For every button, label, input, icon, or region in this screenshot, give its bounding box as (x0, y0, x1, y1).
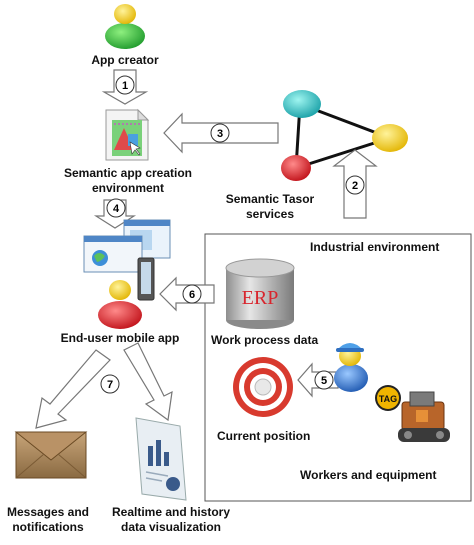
step-badge-2: 2 (345, 175, 365, 195)
messages-line2: notifications (12, 520, 84, 534)
app-creator-label: App creator (91, 53, 159, 67)
svg-text:4: 4 (113, 203, 120, 215)
work-process-data-label: Work process data (211, 333, 319, 347)
step-badge-7: 7 (100, 374, 120, 394)
workers-and-equipment-label: Workers and equipment (300, 468, 437, 482)
semantic-app-creation-line2: environment (91, 181, 164, 195)
arrow-step-7 (35, 342, 173, 429)
semantic-app-creation-label: Semantic app creation environment (38, 166, 218, 196)
erp-database-icon (225, 258, 295, 329)
app-creator-icon (105, 4, 145, 49)
equipment-icon (398, 391, 450, 442)
step-badge-6: 6 (182, 284, 202, 304)
semantic-tasor-line2: services (245, 207, 295, 221)
semantic-tasor-line1: Semantic Tasor (225, 192, 315, 206)
svg-text:6: 6 (189, 289, 195, 301)
industrial-environment-box (204, 233, 472, 502)
step-badge-3: 3 (210, 123, 230, 143)
semantic-tasor-label: Semantic Tasor services (210, 192, 330, 222)
svg-text:7: 7 (107, 379, 113, 391)
report-document-icon (135, 417, 187, 501)
messages-label: Messages and notifications (0, 505, 96, 535)
semantic-tasor-graph-icon (281, 90, 408, 181)
current-position-label: Current position (217, 429, 311, 443)
svg-text:2: 2 (352, 180, 358, 192)
worker-icon (334, 343, 368, 392)
step-badge-4: 4 (106, 198, 126, 218)
svg-text:1: 1 (122, 80, 128, 92)
step-badge-5: 5 (314, 370, 334, 390)
envelope-icon (14, 431, 88, 479)
end-user-icon (98, 280, 142, 329)
app-creation-document-icon (105, 108, 150, 161)
app-windows-icon (83, 219, 171, 301)
messages-line1: Messages and (6, 505, 90, 519)
svg-text:3: 3 (217, 128, 223, 140)
erp-logo-text: ERP (242, 287, 279, 309)
semantic-app-creation-line1: Semantic app creation (63, 166, 193, 180)
svg-text:5: 5 (321, 375, 327, 387)
realtime-line2: data visualization (120, 520, 222, 534)
realtime-line1: Realtime and history (111, 505, 231, 519)
current-position-target-icon (233, 357, 293, 417)
realtime-label: Realtime and history data visualization (96, 505, 246, 535)
industrial-environment-label: Industrial environment (310, 240, 440, 254)
tag-icon (375, 385, 401, 411)
tag-logo-text: TAG (379, 394, 397, 404)
step-badge-1: 1 (115, 75, 135, 95)
end-user-mobile-app-label: End-user mobile app (60, 331, 180, 345)
